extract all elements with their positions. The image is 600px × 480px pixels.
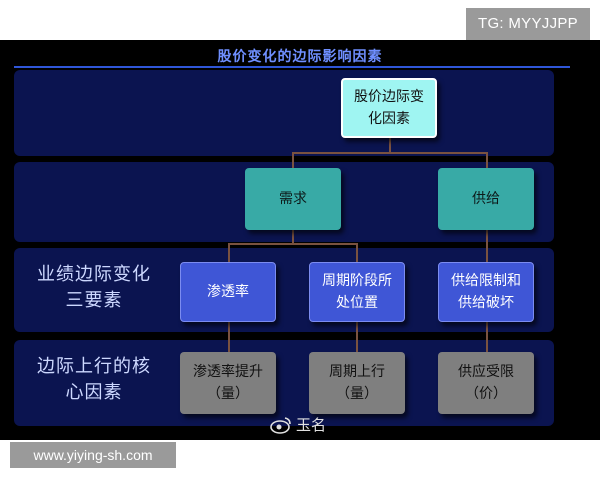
weibo-icon: [270, 416, 291, 434]
connector-root-down: [389, 138, 391, 153]
url-badge: www.yiying-sh.com: [10, 442, 176, 468]
root-node: 股价边际变化因素: [341, 78, 437, 138]
connector-demand-horizontal: [228, 243, 358, 245]
connector-cycle-down: [356, 322, 358, 352]
connector-to-penetration: [228, 243, 230, 263]
connector-level1-horizontal: [292, 152, 488, 154]
connector-to-cycle: [356, 243, 358, 263]
title-underline: [14, 66, 570, 68]
cycle-up-node: 周期上行（量）: [309, 352, 405, 414]
band-root: [14, 70, 554, 156]
demand-node: 需求: [245, 168, 341, 230]
supply-node: 供给: [438, 168, 534, 230]
supply-constrained-node: 供应受限（价）: [438, 352, 534, 414]
connector-supply-limit-down: [486, 322, 488, 352]
supply-limit-node: 供给限制和供给破坏: [438, 262, 534, 322]
penetration-rise-node: 渗透率提升（量）: [180, 352, 276, 414]
tg-badge: TG: MYYJJPP: [466, 8, 590, 40]
diagram-slide: 股价变化的边际影响因素 股价边际变化因素 需求 供给 业绩边际变化 三要素 渗透…: [0, 40, 600, 440]
connector-to-supply-limit: [486, 230, 488, 262]
diagram-title: 股价变化的边际影响因素: [217, 49, 383, 65]
row4-label: 边际上行的核 心因素: [37, 356, 151, 403]
cycle-position-node: 周期阶段所处位置: [309, 262, 405, 322]
penetration-node: 渗透率: [180, 262, 276, 322]
row3-label: 业绩边际变化 三要素: [37, 264, 151, 311]
connector-to-supply: [486, 152, 488, 168]
watermark: 玉名: [270, 414, 326, 435]
connector-to-demand: [292, 152, 294, 168]
watermark-text: 玉名: [296, 416, 327, 434]
connector-penetration-down: [228, 322, 230, 352]
connector-demand-down: [292, 230, 294, 244]
